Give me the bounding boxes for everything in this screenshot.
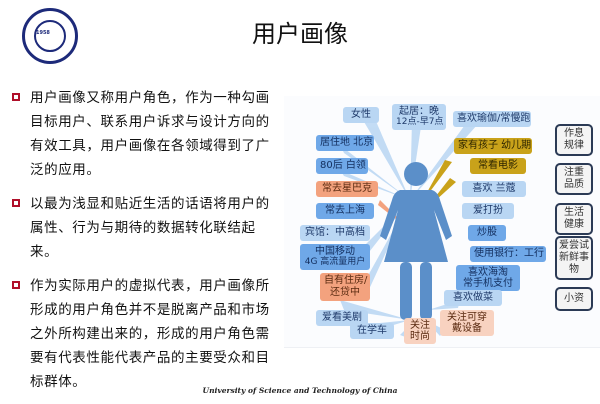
label-mobile-line2: 4G 高流量用户	[304, 257, 366, 267]
square-bullet-icon	[12, 93, 20, 101]
square-bullet-icon	[12, 199, 20, 207]
tag-line: 品质	[564, 179, 584, 190]
label-gender: 女性	[343, 107, 379, 123]
tag-line: 作息	[564, 128, 584, 139]
tag-healthy: 生活健康	[555, 203, 593, 235]
bullet-item: 作为实际用户的虚拟代表，用户画像所形成的用户角色并不是脱离产品和市场之外所构建出…	[8, 274, 288, 394]
label-house-line1: 自有住房/	[324, 275, 368, 286]
label-us-drama: 爱看美剧	[316, 310, 368, 326]
label-fashion: 关注时尚	[404, 318, 436, 344]
seal-year: 1958	[36, 30, 50, 36]
figure-divider	[284, 347, 600, 348]
label-wearable-line2: 戴设备	[452, 323, 482, 334]
label-taobao-line1: 喜欢海淘	[468, 267, 508, 278]
label-sport: 喜欢瑜伽/常慢跑	[453, 111, 531, 127]
tag-petty-bourgeois: 小资	[555, 287, 593, 311]
label-age-job: 80后 白领	[316, 158, 368, 174]
label-residence: 居住地 北京	[316, 135, 374, 151]
tag-regular-schedule: 作息规律	[555, 124, 593, 156]
label-stocks: 炒股	[468, 225, 506, 241]
label-hotel: 宾馆：中高档	[300, 225, 370, 241]
label-house-line2: 还贷中	[330, 287, 360, 298]
tag-line: 物	[569, 264, 579, 275]
bullet-text: 作为实际用户的虚拟代表，用户画像所形成的用户角色并不是脱离产品和市场之外所构建出…	[30, 278, 270, 390]
bullet-text: 用户画像又称用户角色，作为一种勾画目标用户、联系用户诉求与设计方向的有效工具，用…	[30, 90, 270, 178]
label-sleep-line1: 起居：晚	[399, 106, 439, 117]
label-mobile-line1: 中国移动	[315, 246, 355, 257]
label-fashion-line2: 时尚	[410, 331, 430, 342]
seal-book-icon	[42, 45, 58, 52]
bullet-text: 以最为浅显和贴近生活的话语将用户的属性、行为与期待的数据转化联结起来。	[30, 196, 270, 260]
tag-quality: 注重品质	[555, 163, 593, 195]
tag-line: 健康	[564, 219, 584, 230]
bullet-item: 用户画像又称用户角色，作为一种勾画目标用户、联系用户诉求与设计方向的有效工具，用…	[8, 86, 288, 182]
label-lancome: 喜欢 兰蔻	[462, 181, 526, 197]
label-bank: 使用银行：工行	[470, 246, 546, 262]
label-fashion-line1: 关注	[410, 320, 430, 331]
female-person-icon	[380, 162, 452, 320]
tag-line: 爱尝试	[559, 240, 589, 251]
bullet-list: 用户画像又称用户角色，作为一种勾画目标用户、联系用户诉求与设计方向的有效工具，用…	[8, 86, 288, 404]
label-movie: 常看电影	[470, 158, 526, 174]
label-kids: 家有孩子 幼儿期	[454, 138, 532, 154]
label-sleep-line2: 12点-早7点	[396, 117, 444, 127]
label-taobao-line2: 常手机支付	[463, 278, 513, 289]
square-bullet-icon	[12, 281, 20, 289]
label-wearable: 关注可穿戴设备	[440, 310, 494, 336]
tag-line: 生活	[564, 207, 584, 218]
label-house: 自有住房/还贷中	[320, 273, 370, 301]
footer-university: University of Science and Technology of …	[202, 386, 398, 395]
page-title: 用户画像	[252, 20, 348, 48]
label-cooking: 喜欢做菜	[444, 290, 502, 306]
tag-line: 注重	[564, 167, 584, 178]
label-starbucks: 常去星巴克	[316, 181, 378, 197]
tag-line: 规律	[564, 140, 584, 151]
label-shanghai: 常去上海	[316, 203, 374, 219]
label-taobao: 喜欢海淘常手机支付	[456, 265, 520, 291]
label-driving: 在学车	[350, 323, 394, 339]
bullet-item: 以最为浅显和贴近生活的话语将用户的属性、行为与期待的数据转化联结起来。	[8, 192, 288, 264]
tag-line: 小资	[564, 293, 584, 304]
label-dressup: 爱打扮	[462, 203, 514, 219]
label-wearable-line1: 关注可穿	[447, 312, 487, 323]
tag-novelty: 爱尝试新鲜事物	[555, 236, 593, 280]
tag-line: 新鲜事	[559, 252, 589, 263]
university-seal-icon: 1958	[22, 8, 78, 64]
